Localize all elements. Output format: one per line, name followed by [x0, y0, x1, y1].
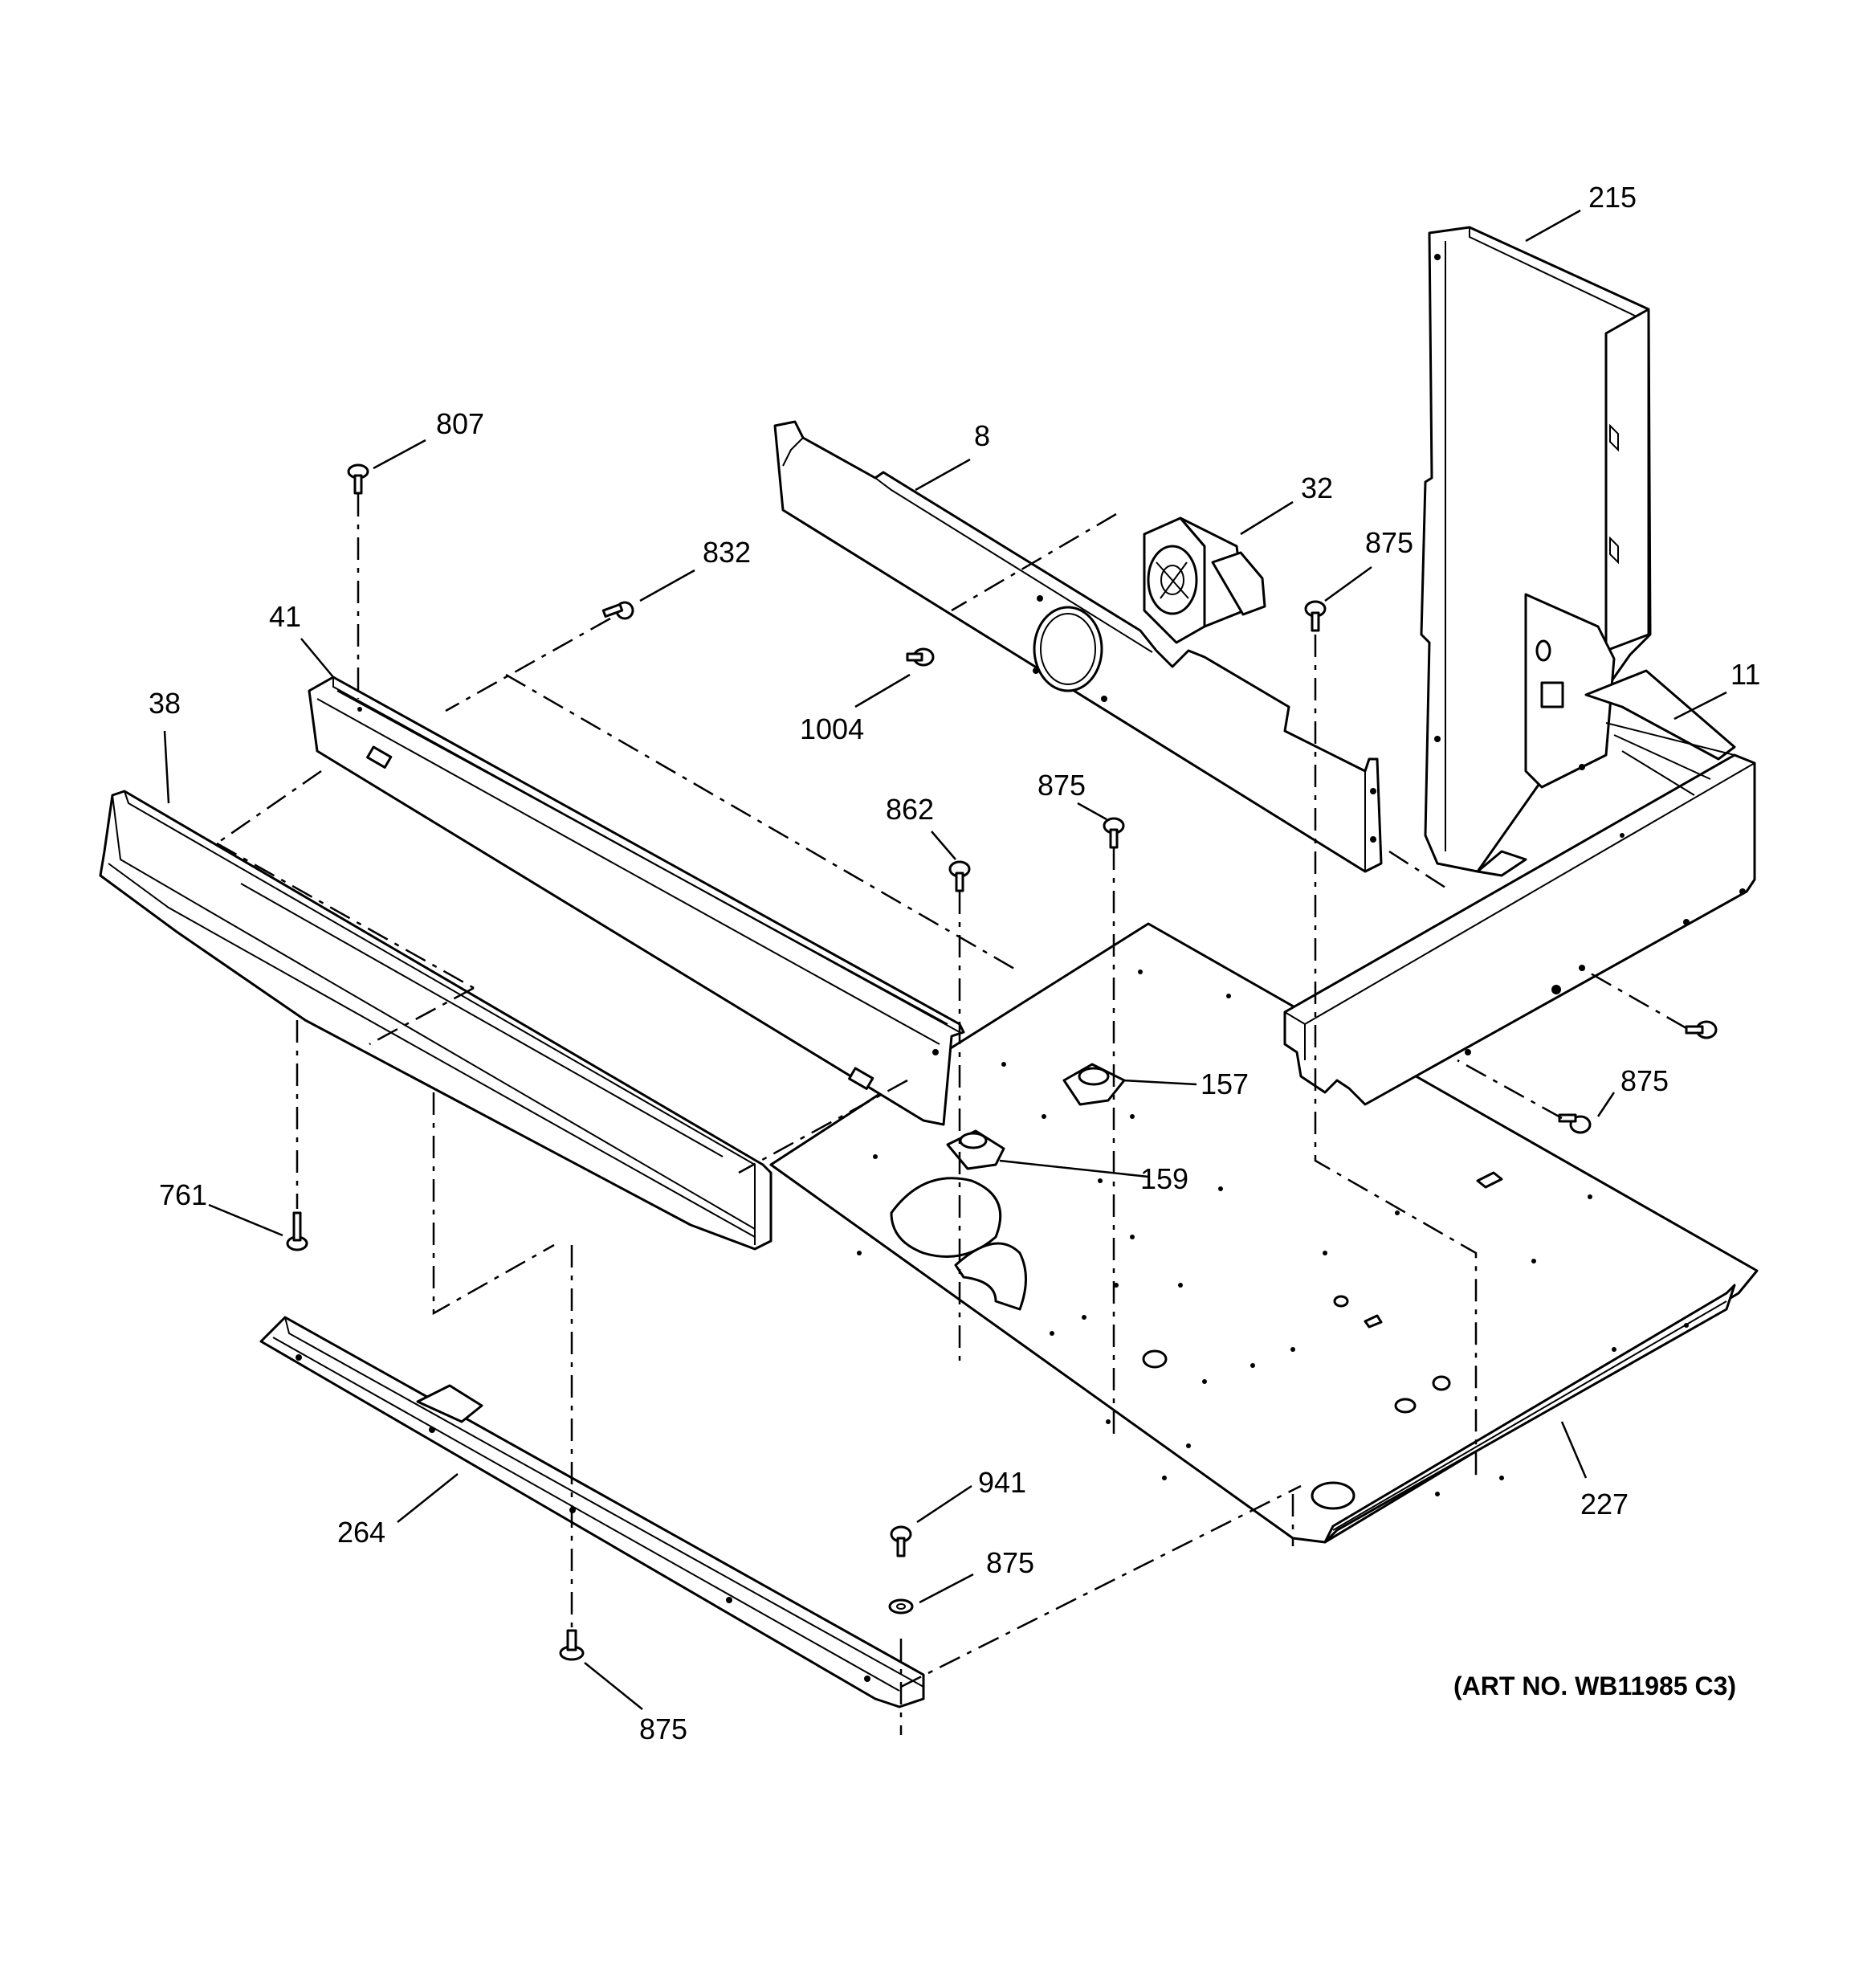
callout-11: 11	[1731, 658, 1760, 691]
callout-227: 227	[1580, 1488, 1629, 1521]
callout-875-top: 875	[1365, 526, 1413, 559]
callout-264: 264	[337, 1516, 385, 1549]
screw-875-right-b	[1558, 1113, 1592, 1134]
callout-875-right: 875	[1620, 1064, 1669, 1097]
callout-761: 761	[159, 1178, 207, 1211]
callout-38: 38	[149, 687, 181, 720]
screw-875-right-a	[1685, 1020, 1718, 1039]
wire-loop	[890, 1177, 1027, 1311]
callout-157: 157	[1201, 1067, 1249, 1100]
screw-875-top	[1304, 600, 1327, 632]
leader-lines	[163, 209, 1727, 1710]
art-number: (ART NO. WB11985 C3)	[1453, 1672, 1736, 1700]
screw-832	[601, 601, 634, 620]
front-trim-channel	[308, 676, 965, 1126]
callout-215: 215	[1588, 181, 1637, 214]
callout-807: 807	[436, 407, 484, 440]
screw-761	[286, 1211, 308, 1251]
callout-41: 41	[269, 600, 301, 633]
thermostat-157	[1062, 1063, 1126, 1106]
callout-941: 941	[978, 1466, 1026, 1499]
rear-baffle	[773, 420, 1383, 873]
callout-875-mid: 875	[1037, 769, 1086, 802]
callout-832: 832	[703, 536, 751, 569]
callout-8: 8	[974, 419, 990, 452]
screw-807	[347, 463, 369, 495]
screw-1004	[906, 647, 935, 667]
screw-941	[890, 1525, 912, 1557]
screw-862	[948, 860, 971, 892]
assembly-lines	[216, 494, 1687, 1735]
callout-875-bottom: 875	[639, 1712, 687, 1745]
base-plate	[769, 922, 1759, 1544]
callout-1004: 1004	[800, 712, 864, 745]
front-trim-panel	[99, 790, 773, 1251]
screw-875-bottom	[559, 1629, 585, 1661]
screw-875-mid	[1103, 817, 1125, 849]
callout-862: 862	[886, 793, 934, 826]
cooling-fan	[1143, 516, 1266, 644]
callout-159: 159	[1140, 1162, 1188, 1195]
rear-bracket	[1283, 669, 1756, 1106]
part-labels: 215 807 8 32 875 832 41 11 38 1004 862 8…	[149, 181, 1760, 1745]
bottom-rail	[259, 1316, 925, 1708]
side-duct-panel	[1420, 226, 1652, 877]
callout-875-washer: 875	[986, 1546, 1034, 1579]
washer-875	[888, 1598, 914, 1614]
callout-32: 32	[1301, 471, 1333, 504]
